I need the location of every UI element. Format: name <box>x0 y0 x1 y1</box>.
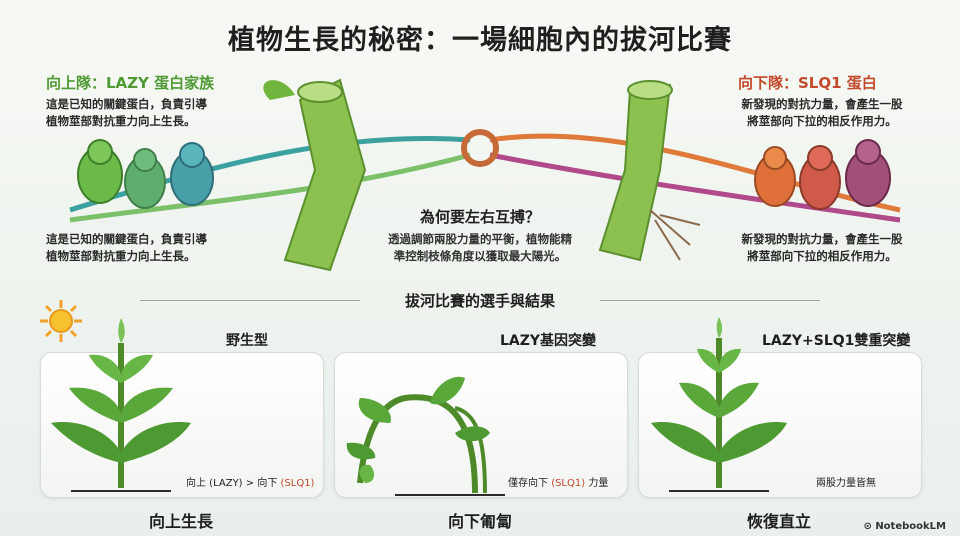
left-team-desc-top: 這是已知的關鍵蛋白，負責引導 植物莖部對抗重力向上生長。 <box>46 96 207 130</box>
center-answer-line1: 透過調節兩股力量的平衡，植物能精 <box>388 232 572 246</box>
rope-knot <box>461 129 499 167</box>
lazy-protein-team <box>77 139 214 209</box>
left-team-desc-top-line1: 這是已知的關鍵蛋白，負責引導 <box>46 97 207 111</box>
right-team-desc-top: 新發現的對抗力量，會產生一股 將莖部向下拉的相反作用力。 <box>722 96 922 130</box>
panel-double-mutant-note: 兩股力量皆無 <box>816 478 876 489</box>
panel-double-mutant-result: 恢復直立 <box>746 512 811 531</box>
panel-lazy-mutant-note: 僅存向下 (SLQ1) 力量 <box>508 474 608 489</box>
panel-lazy-mutant-label: LAZY基因突變 <box>500 333 597 349</box>
right-stem-roots <box>649 209 701 261</box>
left-stem <box>283 78 367 272</box>
panel-wild-type-note-text: 向上 (LAZY) > 向下 <box>186 478 281 489</box>
panel-lazy-mutant <box>334 352 628 498</box>
center-answer: 透過調節兩股力量的平衡，植物能精 準控制枝條角度以獲取最大陽光。 <box>350 231 610 265</box>
center-question: 為何要左右互搏？ <box>419 208 540 226</box>
center-answer-line2: 準控制枝條角度以獲取最大陽光。 <box>393 249 567 263</box>
left-stem-leaf <box>263 80 295 100</box>
right-stem <box>598 83 672 262</box>
left-team-heading: 向上隊：LAZY 蛋白家族 <box>46 74 215 92</box>
left-team-desc-top-line2: 植物莖部對抗重力向上生長。 <box>46 114 196 128</box>
right-team-desc-top-line2: 將莖部向下拉的相反作用力。 <box>747 114 897 128</box>
left-team-desc-bottom-line2: 植物莖部對抗重力向上生長。 <box>46 249 196 263</box>
panel-lazy-mutant-result: 向下匍匐 <box>447 512 512 531</box>
left-rope-upper <box>69 135 471 213</box>
left-team-desc-bottom: 這是已知的關鍵蛋白，負責引導 植物莖部對抗重力向上生長。 <box>46 231 207 265</box>
right-team-heading: 向下隊：SLQ1 蛋白 <box>738 74 877 92</box>
slq1-protein-team <box>754 139 891 210</box>
left-team-desc-bottom-line1: 這是已知的關鍵蛋白，負責引導 <box>46 232 207 246</box>
restored-upright-plant-illustration <box>651 317 787 492</box>
right-rope-upper <box>489 133 901 213</box>
panel-wild-type-note: 向上 (LAZY) > 向下 (SLQ1) <box>186 474 314 489</box>
section-title: 拔河比賽的選手與結果 <box>404 292 555 310</box>
page-title: 植物生長的秘密：一場細胞內的拔河比賽 <box>228 25 732 56</box>
section-divider-left <box>140 300 360 301</box>
panel-wild-type <box>40 318 324 498</box>
upright-plant-illustration <box>51 318 191 492</box>
sun-icon <box>40 300 82 342</box>
notebooklm-logo: ⊙ NotebookLM <box>863 521 946 532</box>
right-team-desc-bottom: 新發現的對抗力量，會產生一股 將莖部向下拉的相反作用力。 <box>722 231 922 265</box>
right-team-desc-bottom-line2: 將莖部向下拉的相反作用力。 <box>747 249 897 263</box>
panel-lazy-mutant-note-suffix: 力量 <box>585 478 609 489</box>
right-rope-lower <box>489 152 901 223</box>
left-stem-top <box>297 81 343 103</box>
section-divider-right <box>600 300 820 301</box>
left-rope-lower <box>69 152 471 223</box>
panel-wild-type-label: 野生型 <box>226 333 268 349</box>
right-team-desc-bottom-line1: 新發現的對抗力量，會產生一股 <box>741 232 903 246</box>
panel-lazy-mutant-note-text: 僅存向下 <box>508 478 552 489</box>
panel-double-mutant <box>638 317 922 498</box>
notebooklm-logo-icon: ⊙ <box>863 521 876 532</box>
panel-wild-type-note-highlight: (SLQ1) <box>280 478 315 489</box>
right-team-desc-top-line1: 新發現的對抗力量，會產生一股 <box>741 97 903 111</box>
panel-lazy-mutant-note-highlight: (SLQ1) <box>551 478 586 489</box>
tug-of-war-illustration <box>69 78 901 272</box>
right-stem-top <box>627 80 673 100</box>
panel-wild-type-result: 向上生長 <box>148 512 213 531</box>
panel-double-mutant-label: LAZY+SLQ1雙重突變 <box>762 333 911 349</box>
drooping-plant-illustration <box>346 376 505 496</box>
notebooklm-logo-text: NotebookLM <box>875 521 946 532</box>
